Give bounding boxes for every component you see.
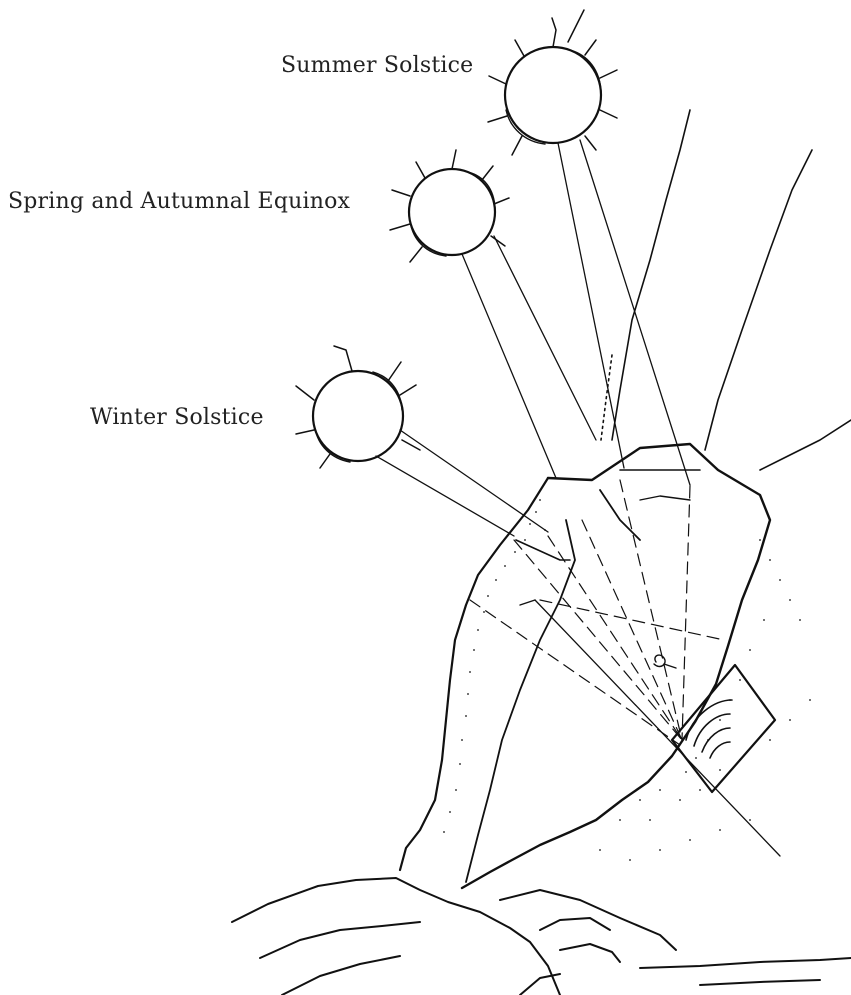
equinox-sun-icon [390, 150, 509, 262]
rock-slab [400, 444, 770, 888]
projection-lines [470, 480, 724, 745]
background-cracks [601, 110, 851, 470]
spiral-petroglyph-icon [654, 655, 775, 792]
winter-solstice-label: Winter Solstice [90, 405, 264, 430]
equinox-label: Spring and Autumnal Equinox [8, 189, 350, 214]
stipple-shading [443, 499, 811, 861]
summer-solstice-label: Summer Solstice [281, 53, 473, 78]
summer-sun-icon [488, 10, 617, 155]
winter-sun-icon [296, 346, 420, 468]
foreground-ground [232, 878, 851, 995]
light-rays [376, 140, 780, 856]
